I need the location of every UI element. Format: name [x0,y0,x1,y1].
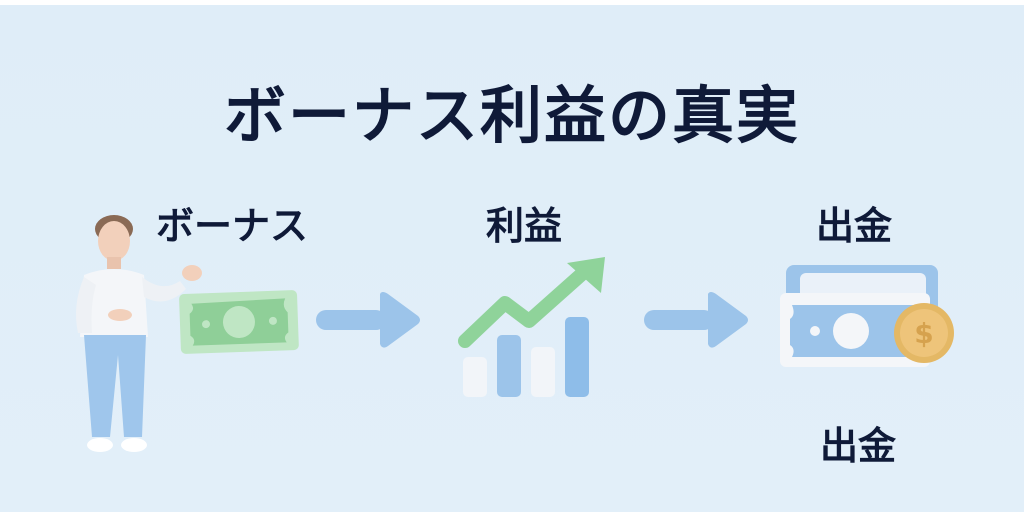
person-icon [76,215,202,452]
footer-label-withdrawal: 出金 [820,424,897,468]
svg-text:$: $ [914,317,933,350]
arrow-right-icon [316,292,420,348]
step-label-bonus: ボーナス [156,204,309,248]
growth-chart-icon [458,257,605,397]
banknote-icon [179,290,299,354]
step-label-withdrawal: 出金 [816,204,893,248]
step-label-profit: 利益 [486,204,563,248]
arrow-right-icon [644,292,748,348]
page-title: ボーナス利益の真実 [223,79,800,152]
cash-and-coin-icon: $ [780,265,954,367]
diagram-canvas: ボーナス利益の真実 ボーナス [0,5,1024,512]
